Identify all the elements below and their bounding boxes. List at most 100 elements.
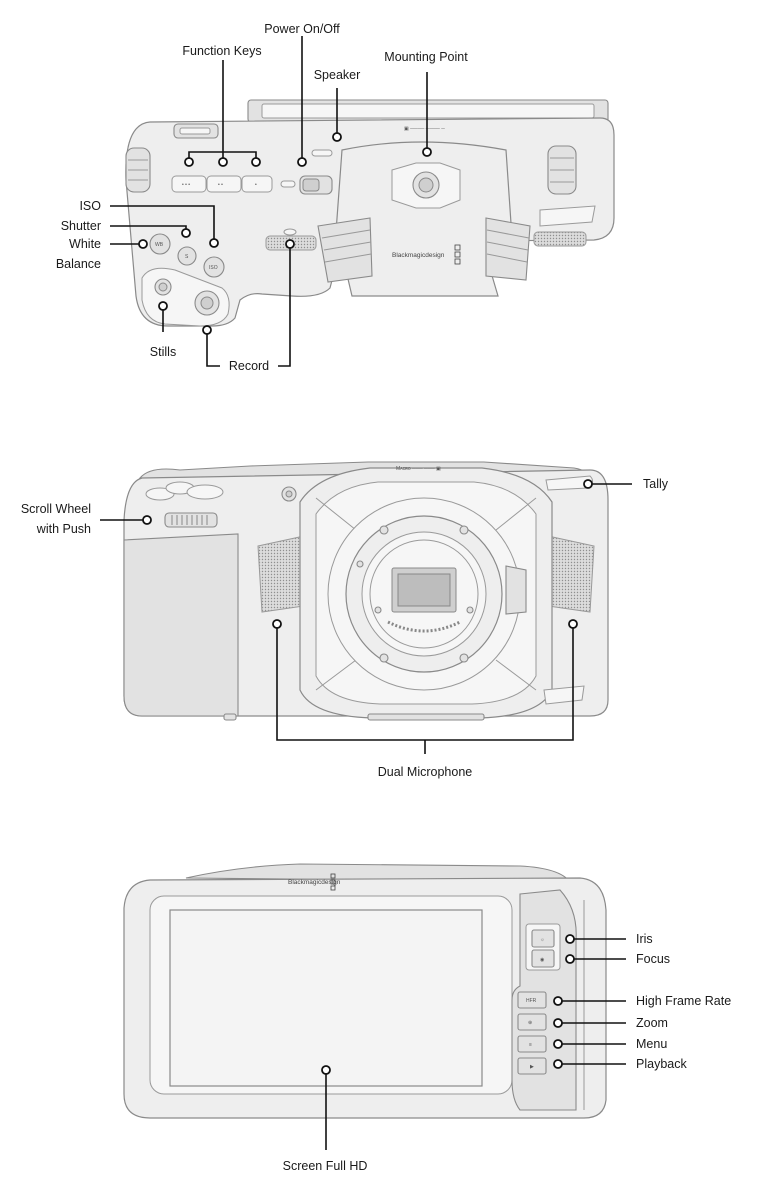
white-balance-button[interactable] xyxy=(149,233,171,255)
function-keys-marker-1 xyxy=(184,157,194,167)
scroll-wheel-top[interactable] xyxy=(283,228,297,236)
focus-marker xyxy=(565,954,575,964)
right-panel xyxy=(539,205,596,227)
fkey-dots-1: • • • xyxy=(182,182,190,188)
white-balance-marker xyxy=(138,239,148,249)
zoom-button[interactable] xyxy=(517,1013,547,1031)
power-switch-knob[interactable] xyxy=(302,178,320,192)
shutter-button[interactable] xyxy=(177,246,197,266)
label-dual-mic: Dual Microphone xyxy=(378,765,473,779)
scroll-wheel[interactable] xyxy=(164,512,218,528)
stills-icon xyxy=(158,282,168,292)
lcd-top-inner xyxy=(261,103,595,119)
playback-marker xyxy=(553,1059,563,1069)
hfr-marker xyxy=(553,996,563,1006)
label-tally: Tally xyxy=(643,477,669,491)
label-record: Record xyxy=(229,359,269,373)
record-marker-right xyxy=(285,239,295,249)
label-screen: Screen Full HD xyxy=(283,1159,368,1173)
iris-icon: ☼ xyxy=(540,937,545,943)
label-hfr: High Frame Rate xyxy=(636,994,731,1008)
label-white-balance-1: White xyxy=(69,237,101,251)
power-marker xyxy=(297,157,307,167)
menu-button[interactable] xyxy=(517,1035,547,1053)
mic-right-marker xyxy=(568,619,578,629)
label-function-keys: Function Keys xyxy=(182,44,261,58)
focus-icon: ◉ xyxy=(540,957,545,963)
brand-logo-top: Blackmagicdesign xyxy=(392,252,445,259)
front-grip xyxy=(123,533,239,717)
label-iso: ISO xyxy=(79,199,101,213)
function-key-1[interactable] xyxy=(171,175,207,193)
function-key-2[interactable] xyxy=(206,175,242,193)
function-key-3[interactable] xyxy=(241,175,273,193)
function-keys-marker-3 xyxy=(251,157,261,167)
front-vent xyxy=(543,685,585,705)
top-brand-text: ▣ ──── ──── ─ xyxy=(404,126,445,132)
label-stills: Stills xyxy=(150,345,176,359)
record-marker-left xyxy=(202,325,212,335)
shutter-marker xyxy=(181,228,191,238)
label-zoom: Zoom xyxy=(636,1016,668,1030)
menu-marker xyxy=(553,1039,563,1049)
front-foot xyxy=(367,713,485,721)
speaker-grille xyxy=(311,149,333,157)
label-playback: Playback xyxy=(636,1057,687,1071)
top-view: • • • • • • ▣ ──── ──── ─ Blackmagicdesi… xyxy=(56,22,615,373)
mounting-point-marker xyxy=(422,147,432,157)
lens-release[interactable] xyxy=(505,565,527,615)
mic-grille-left xyxy=(257,535,305,613)
screen-marker xyxy=(321,1065,331,1075)
label-scroll-1: Scroll Wheel xyxy=(21,502,91,516)
wb-button-text: WB xyxy=(155,242,164,248)
iris-marker xyxy=(565,934,575,944)
power-led xyxy=(280,180,296,188)
label-focus: Focus xyxy=(636,952,670,966)
focus-button[interactable] xyxy=(531,949,555,968)
front-brand-text: Mᴀᴄʀᴏ ─── ─── ▣ xyxy=(396,466,441,472)
iris-button[interactable] xyxy=(531,929,555,948)
top-mic-left xyxy=(317,217,373,283)
stills-marker xyxy=(158,301,168,311)
fkey-dots-2: • • xyxy=(218,182,223,188)
zoom-icon: ⊕ xyxy=(528,1020,532,1026)
back-top-edge xyxy=(185,863,572,883)
iso-button[interactable] xyxy=(203,256,225,278)
iso-button-text: ISO xyxy=(209,265,218,271)
iso-marker xyxy=(209,238,219,248)
label-speaker: Speaker xyxy=(314,68,361,82)
label-menu: Menu xyxy=(636,1037,667,1051)
label-white-balance-2: Balance xyxy=(56,257,101,271)
label-scroll-2: with Push xyxy=(36,522,91,536)
menu-icon: ≡ xyxy=(529,1042,532,1048)
front-wb-button[interactable] xyxy=(145,487,175,501)
zoom-marker xyxy=(553,1018,563,1028)
mic-left-marker xyxy=(272,619,282,629)
screen[interactable] xyxy=(169,909,483,1087)
hfr-button[interactable] xyxy=(517,991,547,1009)
playback-button[interactable] xyxy=(517,1057,547,1075)
tally-marker xyxy=(583,479,593,489)
scroll-wheel-marker xyxy=(142,515,152,525)
brand-logo-back: Blackmagicdesign xyxy=(288,879,341,886)
label-mounting-point: Mounting Point xyxy=(384,50,468,64)
hfr-button-text: HFR xyxy=(526,998,537,1004)
record-icon xyxy=(200,296,214,310)
front-view: Mᴀᴄʀᴏ ─── ─── ▣ Scroll Wheel with Push xyxy=(21,461,669,779)
label-iris: Iris xyxy=(636,932,653,946)
speaker-marker xyxy=(332,132,342,142)
back-view: Blackmagicdesign ☼ ◉ HFR ⊕ ≡ ▶ Iris Focu… xyxy=(123,863,731,1173)
fkey-dots-3: • xyxy=(255,182,257,188)
label-shutter: Shutter xyxy=(61,219,101,233)
top-grille-right xyxy=(533,231,587,247)
function-keys-marker-2 xyxy=(218,157,228,167)
top-bump-inner xyxy=(179,127,211,135)
mic-grille-right xyxy=(547,535,595,613)
mounting-hole[interactable] xyxy=(418,177,434,193)
playback-icon: ▶ xyxy=(530,1064,534,1070)
front-record-button[interactable] xyxy=(186,484,224,500)
shutter-button-text: S xyxy=(185,254,189,260)
label-power: Power On/Off xyxy=(264,22,340,36)
top-mic-right xyxy=(485,217,531,281)
